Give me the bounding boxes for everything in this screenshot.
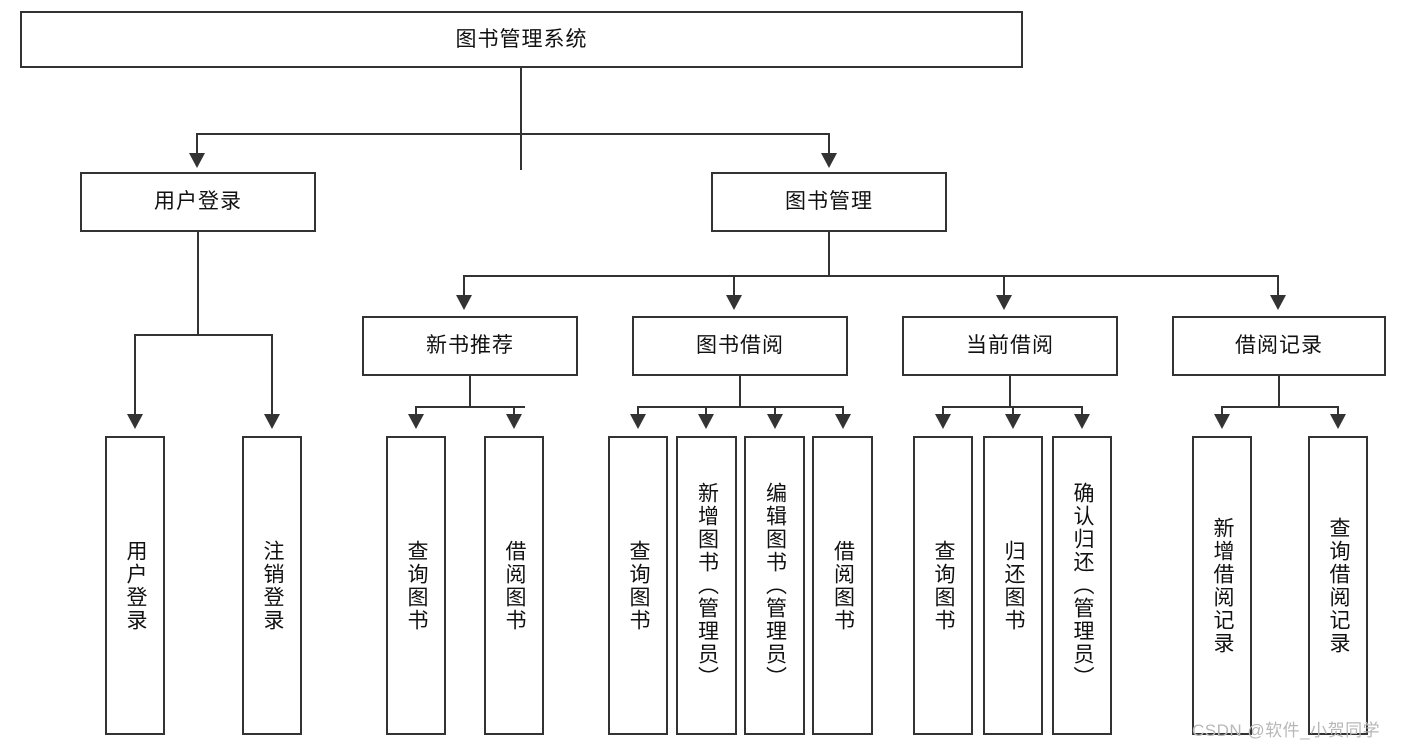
connector-user-login-drop-2 [271, 334, 273, 416]
leaf-node-label: 查询图书 [405, 539, 429, 632]
arrowhead-cb-leaf-2 [1005, 414, 1021, 429]
connector-nbr-stem [469, 376, 471, 407]
arrowhead-br-leaf-1 [1214, 414, 1230, 429]
arrowhead-bb-leaf-2 [698, 414, 714, 429]
connector-bm-drop-4 [1277, 275, 1279, 297]
leaf-node[interactable]: 查询图书 [386, 436, 446, 735]
node-book-borrow[interactable]: 图书借阅 [632, 316, 848, 376]
connector-br-stem [1278, 376, 1280, 407]
connector-cb-drop-3 [1081, 406, 1083, 416]
arrowhead-user-login-leaf-2 [264, 414, 280, 429]
arrowhead-to-current-borrow [996, 295, 1012, 310]
connector-nbr-drop-1 [415, 406, 417, 416]
arrowhead-bb-leaf-1 [630, 414, 646, 429]
connector-root-stem [520, 68, 522, 170]
connector-bb-drop-2 [705, 406, 707, 416]
leaf-node-label: 归还图书 [1002, 539, 1026, 632]
leaf-node[interactable]: 查询图书 [608, 436, 668, 735]
arrowhead-to-user-login [189, 153, 205, 168]
leaf-node-label: 查询图书 [627, 539, 651, 632]
connector-book-management-stem [828, 232, 830, 276]
node-book-management-system[interactable]: 图书管理系统 [20, 11, 1023, 68]
leaf-node[interactable]: 归还图书 [983, 436, 1043, 735]
node-current-borrow[interactable]: 当前借阅 [902, 316, 1118, 376]
leaf-node[interactable]: 编辑图书（管理员） [744, 436, 805, 735]
arrowhead-br-leaf-2 [1330, 414, 1346, 429]
node-new-book-recommend[interactable]: 新书推荐 [362, 316, 578, 376]
leaf-node[interactable]: 借阅图书 [812, 436, 873, 735]
connector-br-drop-2 [1337, 406, 1339, 416]
arrowhead-bb-leaf-3 [767, 414, 783, 429]
node-user-login[interactable]: 用户登录 [80, 172, 316, 232]
leaf-node[interactable]: 查询借阅记录 [1308, 436, 1368, 735]
connector-root-bus [197, 133, 830, 135]
connector-book-management-bus [463, 275, 1279, 277]
arrowhead-to-book-borrow [726, 295, 742, 310]
leaf-node-label: 查询借阅记录 [1327, 516, 1351, 655]
connector-bb-drop-1 [637, 406, 639, 416]
connector-user-login-stem [197, 232, 199, 335]
arrowhead-nbr-leaf-2 [506, 414, 522, 429]
csdn-watermark: CSDN @软件_小贺同学 [1192, 721, 1381, 740]
node-book-management[interactable]: 图书管理 [711, 172, 947, 232]
connector-user-login-drop-1 [134, 334, 136, 416]
arrowhead-bb-leaf-4 [835, 414, 851, 429]
connector-bb-stem [739, 376, 741, 407]
arrowhead-to-book-management [821, 153, 837, 168]
leaf-node[interactable]: 新增图书（管理员） [676, 436, 737, 735]
leaf-node-label: 借阅图书 [831, 539, 855, 632]
connector-nbr-bus [415, 406, 525, 408]
leaf-node[interactable]: 确认归还（管理员） [1052, 436, 1112, 735]
connector-cb-stem [1009, 376, 1011, 407]
connector-br-drop-1 [1221, 406, 1223, 416]
arrowhead-user-login-leaf-1 [127, 414, 143, 429]
connector-bm-drop-1 [463, 275, 465, 297]
leaf-node-label: 用户登录 [124, 539, 148, 632]
leaf-node-label: 新增图书（管理员） [695, 482, 719, 689]
connector-root-drop-1 [196, 133, 198, 155]
node-borrow-record[interactable]: 借阅记录 [1172, 316, 1386, 376]
arrowhead-cb-leaf-1 [935, 414, 951, 429]
leaf-node-label: 借阅图书 [503, 539, 527, 632]
arrowhead-cb-leaf-3 [1074, 414, 1090, 429]
arrowhead-to-new-book-recommend [456, 295, 472, 310]
leaf-node-label: 查询图书 [932, 539, 956, 632]
leaf-node[interactable]: 查询图书 [913, 436, 973, 735]
connector-bb-bus [637, 406, 843, 408]
arrowhead-to-borrow-record [1270, 295, 1286, 310]
connector-cb-drop-2 [1012, 406, 1014, 416]
connector-bb-drop-4 [842, 406, 844, 416]
leaf-node-label: 编辑图书（管理员） [763, 482, 787, 689]
connector-user-login-bus [134, 334, 272, 336]
leaf-node[interactable]: 注销登录 [242, 436, 302, 735]
leaf-node-label: 新增借阅记录 [1211, 516, 1235, 655]
connector-bb-drop-3 [774, 406, 776, 416]
leaf-node-label: 确认归还（管理员） [1071, 482, 1095, 689]
connector-br-bus [1221, 406, 1337, 408]
connector-root-drop-2 [828, 133, 830, 155]
leaf-node[interactable]: 用户登录 [105, 436, 165, 735]
connector-bm-drop-3 [1003, 275, 1005, 297]
leaf-node[interactable]: 新增借阅记录 [1192, 436, 1252, 735]
leaf-node[interactable]: 借阅图书 [484, 436, 544, 735]
connector-bm-drop-2 [733, 275, 735, 297]
connector-nbr-drop-2 [513, 406, 515, 416]
leaf-node-label: 注销登录 [261, 539, 285, 632]
connector-cb-drop-1 [942, 406, 944, 416]
arrowhead-nbr-leaf-1 [408, 414, 424, 429]
